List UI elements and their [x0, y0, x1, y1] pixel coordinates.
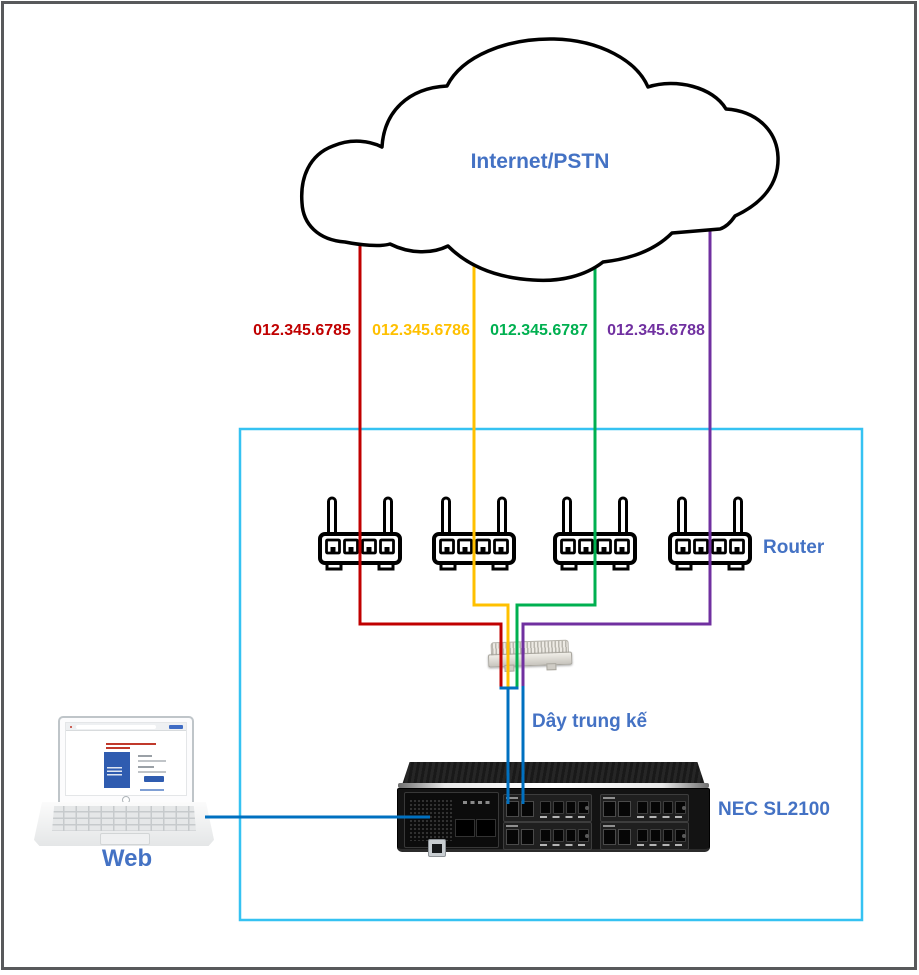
screw	[682, 806, 686, 810]
phone-number-4: 012.345.6788	[607, 322, 705, 339]
card-label	[506, 825, 518, 827]
card-label	[603, 825, 615, 827]
rj45-port	[552, 829, 564, 842]
krone-body	[487, 651, 573, 668]
form-field	[138, 771, 166, 773]
rj45-ports	[637, 829, 686, 842]
pbx-label: NEC SL2100	[718, 799, 830, 820]
login-button	[144, 776, 164, 782]
trunk-port	[521, 801, 534, 817]
rj45-port	[637, 829, 648, 842]
form-label	[138, 755, 152, 757]
rj45-port	[649, 801, 661, 814]
card-label	[603, 797, 615, 799]
rj45-port	[662, 801, 674, 814]
rj45-port	[662, 829, 674, 842]
trunk-port	[603, 829, 616, 845]
rj45-port	[540, 829, 551, 842]
laptop-display	[65, 722, 187, 796]
laptop-trackpad	[100, 833, 150, 845]
trunk-ports	[603, 829, 631, 845]
browser-dot	[70, 725, 72, 728]
browser-button	[169, 724, 183, 729]
trunk-cable-label: Dây trung kế	[532, 711, 648, 732]
form-label	[138, 766, 154, 768]
pbx-slot	[476, 819, 496, 837]
screw	[682, 834, 686, 838]
pbx-line-card	[600, 822, 689, 850]
warning-text-line	[106, 743, 156, 745]
port-labels	[540, 816, 589, 818]
rj45-port	[540, 801, 551, 814]
krone-foot	[504, 664, 515, 672]
trunk-port	[618, 829, 631, 845]
form-link	[140, 789, 164, 791]
rj45-port	[565, 801, 577, 814]
address-bar	[76, 724, 156, 729]
laptop-base	[34, 802, 214, 846]
trunk-port	[506, 829, 519, 845]
cloud-label: Internet/PSTN	[470, 150, 610, 173]
trunk-ports	[506, 829, 534, 845]
phone-number-1: 012.345.6785	[253, 322, 351, 339]
pbx-led-labels	[463, 801, 493, 804]
pbx-line-card	[503, 794, 592, 822]
browser-toolbar	[66, 723, 186, 731]
krone-terminal-block	[487, 639, 573, 672]
port-labels	[637, 816, 686, 818]
router-icon	[318, 496, 402, 571]
pbx-vent-grid	[409, 799, 453, 841]
laptop-screen	[58, 716, 194, 806]
pbx-ethernet-port	[428, 839, 446, 857]
banner-text-lines	[107, 767, 122, 776]
rj45-ports	[540, 829, 589, 842]
rj45-port	[637, 801, 648, 814]
trunk-port	[506, 801, 519, 817]
laptop-keyboard	[52, 806, 196, 831]
login-banner-panel	[104, 752, 130, 788]
trunk-port	[603, 801, 616, 817]
pbx-line-card	[600, 794, 689, 822]
rj45-ports	[540, 801, 589, 814]
router-icon	[668, 496, 752, 571]
trunk-ports	[506, 801, 534, 817]
web-laptop	[34, 714, 214, 848]
nec-sl2100-pbx	[397, 762, 710, 857]
port-labels	[540, 844, 589, 846]
card-label	[506, 797, 518, 799]
krone-foot	[546, 663, 557, 671]
router-label: Router	[763, 537, 825, 558]
trunk-port	[521, 829, 534, 845]
warning-text-line	[106, 747, 130, 749]
pbx-top-cover	[402, 762, 705, 785]
trunk-line-4	[521, 226, 712, 687]
pbx-line-card	[503, 822, 592, 850]
pbx-cpu-module	[404, 792, 499, 857]
screw	[585, 834, 589, 838]
web-label: Web	[101, 845, 153, 872]
rj45-port	[552, 801, 564, 814]
port-labels	[637, 844, 686, 846]
rj45-ports	[637, 801, 686, 814]
trunk-line-1	[358, 240, 503, 689]
rj45-port	[649, 829, 661, 842]
pbx-slot	[455, 819, 475, 837]
trunk-port	[618, 801, 631, 817]
router-icon	[553, 496, 637, 571]
form-field	[138, 760, 166, 762]
router-icon	[432, 496, 516, 571]
rj45-port	[565, 829, 577, 842]
trunk-ports	[603, 801, 631, 817]
screw	[585, 806, 589, 810]
